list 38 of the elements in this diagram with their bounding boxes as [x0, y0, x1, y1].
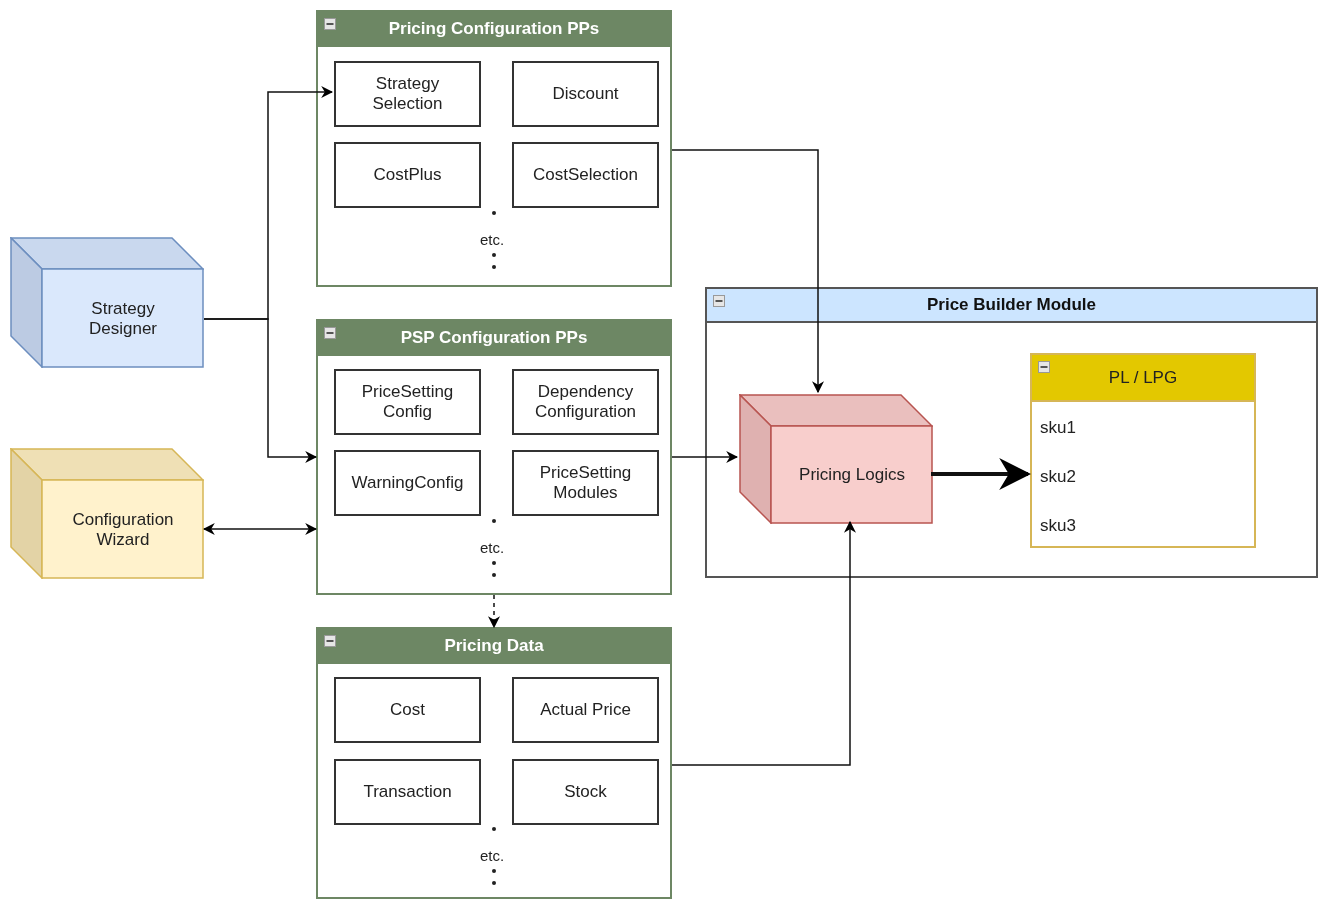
arrow — [202, 523, 318, 535]
container-header: Pricing Data — [318, 629, 670, 664]
process-box: PriceSetting Modules — [512, 450, 659, 516]
container-panel — [316, 10, 672, 287]
process-box: Strategy Selection — [334, 61, 481, 127]
process-box: CostSelection — [512, 142, 659, 208]
list-item: sku2 — [1040, 467, 1076, 487]
process-box: Discount — [512, 61, 659, 127]
etc-text: etc. — [480, 539, 505, 556]
container-header: Pricing Configuration PPs — [318, 12, 670, 47]
process-box: Actual Price — [512, 677, 659, 743]
process-box: Stock — [512, 759, 659, 825]
container-panel — [705, 287, 1318, 578]
etc-text: etc. — [480, 231, 505, 248]
process-box: Transaction — [334, 759, 481, 825]
shape-label: Strategy Designer — [87, 298, 158, 339]
arrow — [671, 451, 739, 463]
shape-label: Configuration Wizard — [71, 509, 175, 550]
list-item: sku1 — [1040, 418, 1076, 438]
container-header: PL / LPG — [1032, 355, 1254, 402]
process-box: Cost — [334, 677, 481, 743]
process-box: CostPlus — [334, 142, 481, 208]
container-panel — [316, 627, 672, 899]
arrow — [488, 594, 500, 629]
process-box: WarningConfig — [334, 450, 481, 516]
list-item: sku3 — [1040, 516, 1076, 536]
process-box: Dependency Configuration — [512, 369, 659, 435]
shape-label: Pricing Logics — [798, 464, 906, 486]
arrow — [671, 520, 856, 766]
list-panel — [1030, 353, 1256, 548]
arrow — [671, 149, 824, 394]
etc-text: etc. — [480, 847, 505, 864]
process-box: PriceSetting Config — [334, 369, 481, 435]
arrow — [203, 318, 318, 463]
container-header: PSP Configuration PPs — [318, 321, 670, 356]
arrow — [931, 458, 1032, 490]
container-panel — [316, 319, 672, 595]
container-header: Price Builder Module — [707, 289, 1316, 323]
